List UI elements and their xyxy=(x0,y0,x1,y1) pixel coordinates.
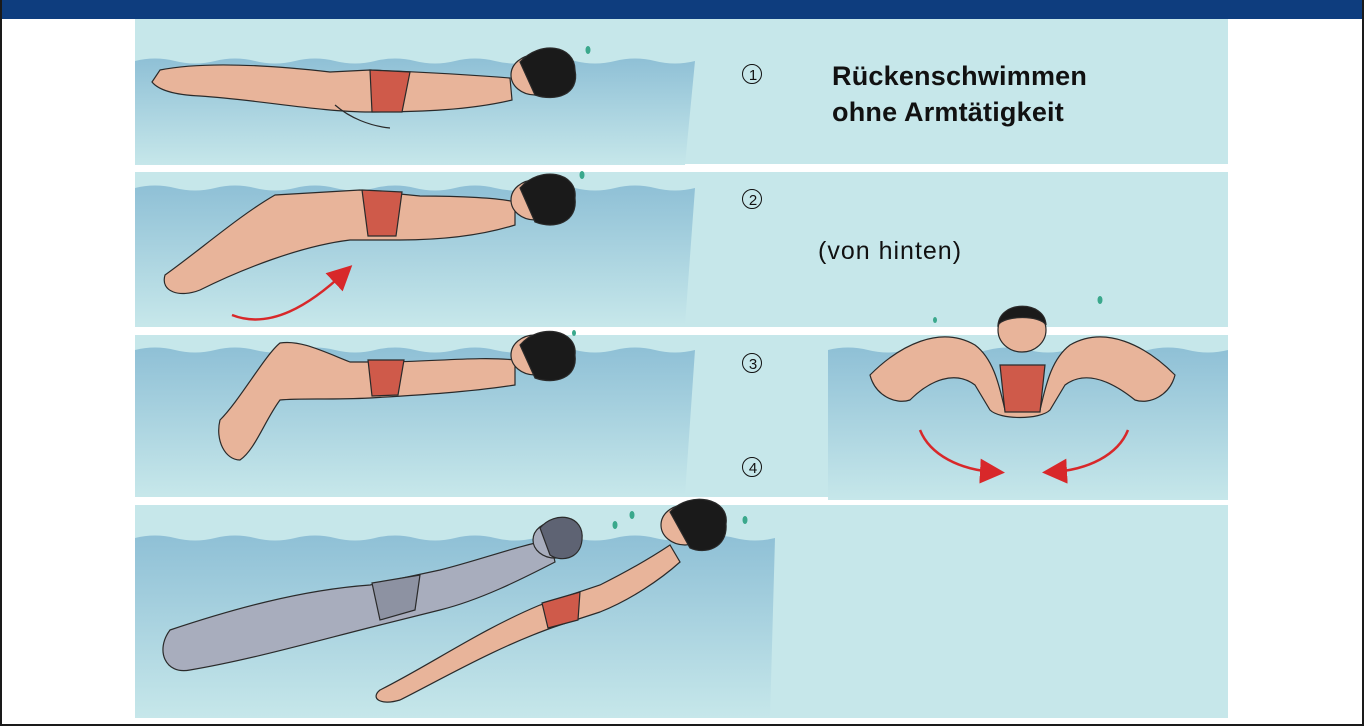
outer-frame xyxy=(0,0,1364,726)
